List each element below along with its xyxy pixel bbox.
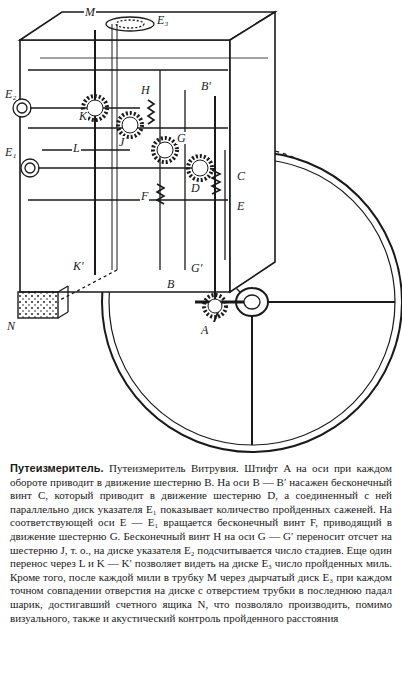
callout-letter: B′: [200, 80, 212, 92]
caption-body: Путеизмеритель Витрувия. Штифт A на оси …: [10, 462, 392, 624]
callout-letter: E: [236, 200, 245, 212]
callout-letter: N: [6, 320, 16, 332]
callout-letter: C: [236, 170, 246, 182]
callout-letter: E₂: [4, 88, 18, 100]
caption-text: Путеизмеритель. Путеизмеритель Витрувия.…: [10, 462, 392, 696]
callout-letter: F: [140, 190, 149, 202]
callout-letter: J: [118, 136, 125, 148]
caption-title: Путеизмеритель.: [10, 462, 104, 474]
callout-letter: A: [200, 324, 209, 336]
callout-letter: E₃: [156, 14, 170, 26]
callout-letter: E₁: [4, 146, 18, 158]
callout-letter: D: [190, 182, 201, 194]
odometer-illustration: [0, 0, 402, 460]
callout-letter: G: [176, 132, 187, 144]
callout-letter: G′: [190, 262, 203, 274]
callout-letter: M: [84, 6, 96, 18]
callout-letter: L: [72, 142, 81, 154]
callout-letter: H: [140, 84, 151, 96]
callout-letter: K: [78, 110, 88, 122]
callout-letter: B: [166, 278, 175, 290]
callout-letter: K′: [72, 260, 85, 272]
